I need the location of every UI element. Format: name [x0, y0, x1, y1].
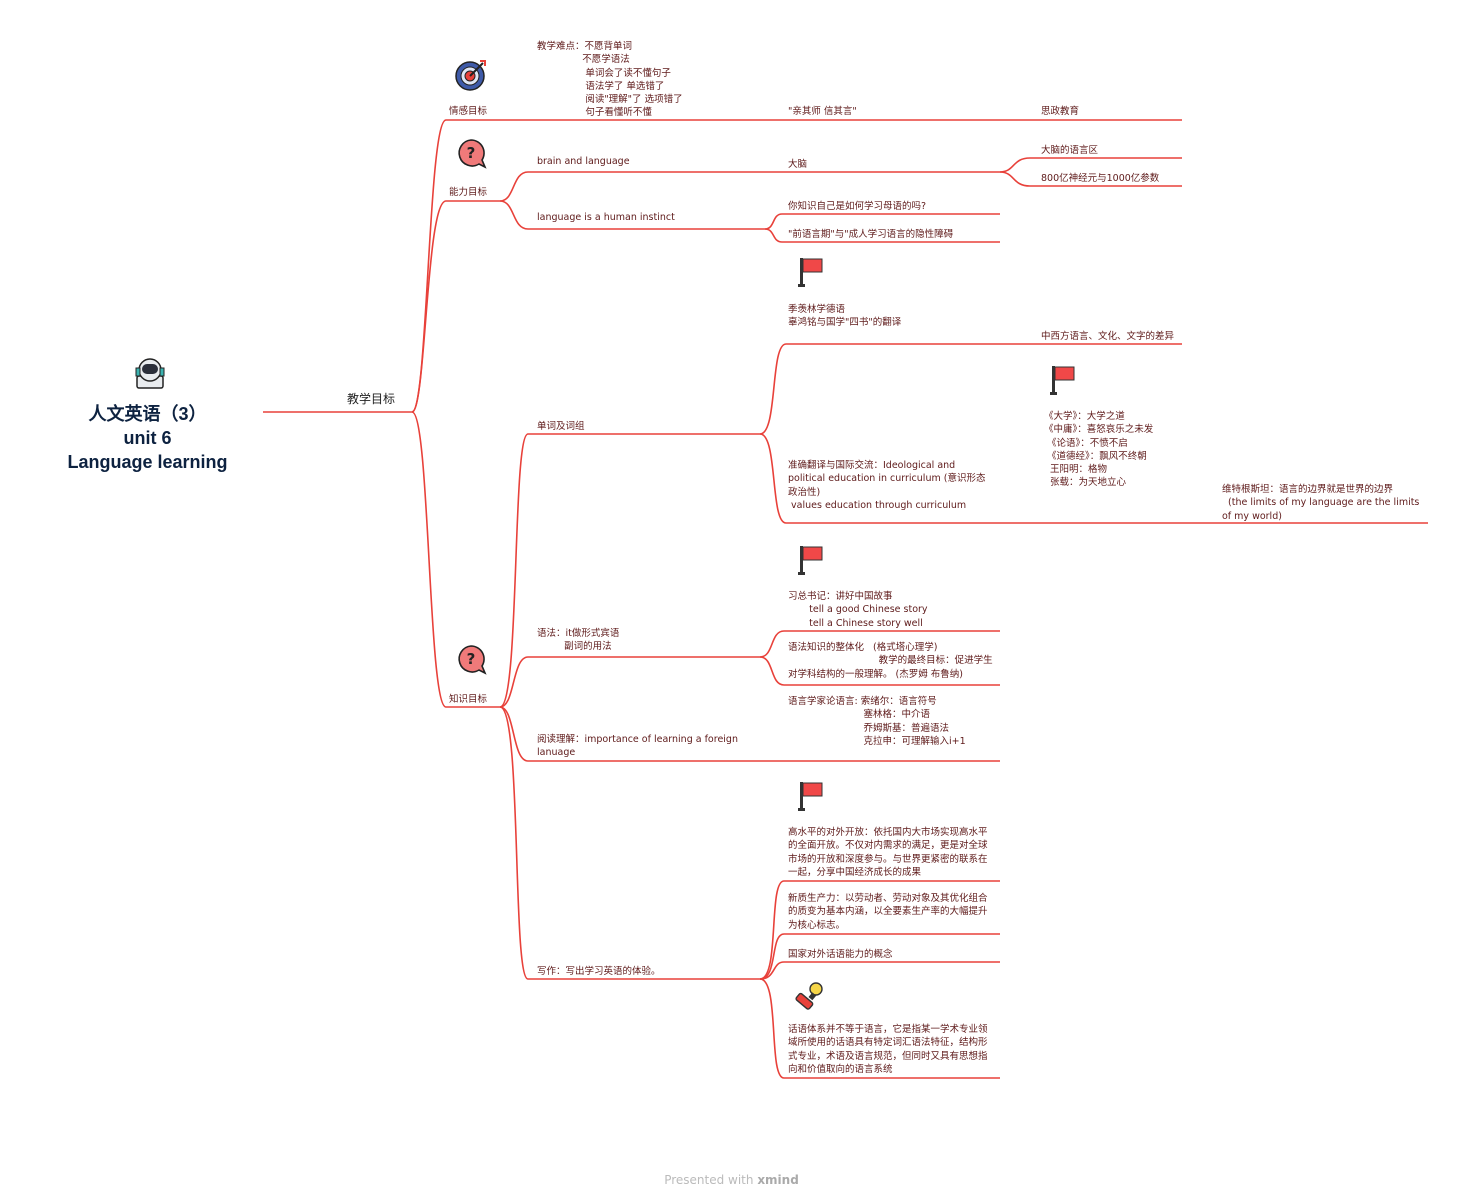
- svg-text:?: ?: [467, 144, 476, 162]
- chinese-story-node[interactable]: 习总书记：讲好中国故事 tell a good Chinese story te…: [788, 591, 928, 629]
- discourse-power-node[interactable]: 国家对外话语能力的概念: [788, 949, 893, 960]
- brain-and-language-node[interactable]: brain and language: [537, 156, 630, 167]
- flag-icon: [798, 546, 823, 575]
- flag-icon: [798, 258, 823, 287]
- brain-node[interactable]: 大脑: [788, 159, 808, 170]
- wittgenstein-node[interactable]: 维特根斯坦：语言的边界就是世界的边界 (the limits of my lan…: [1222, 484, 1420, 522]
- target-icon: [455, 60, 486, 91]
- question-bubble-icon: ?: [458, 645, 487, 675]
- teaching-difficulty-node[interactable]: 教学难点：不愿背单词 不愿学语法 单词会了读不懂句子 语法学了 单选错了 阅读"…: [537, 41, 683, 119]
- grammar-node[interactable]: 语法：it做形式宾语 副词的用法: [537, 628, 620, 653]
- classics-node[interactable]: 《大学》：大学之道 《中庸》：喜怒哀乐之未发 《论语》：不愤不启 《道德经》：飘…: [1044, 411, 1154, 489]
- question-bubble-icon: ?: [458, 139, 487, 169]
- footer-prefix: Presented with: [664, 1173, 754, 1187]
- root-unit: unit 6: [123, 428, 172, 448]
- astronaut-icon: [135, 358, 165, 389]
- pre-linguistic-node[interactable]: "前语言期"与"成人学习语言的隐性障碍: [788, 229, 954, 240]
- flag-icon: [1050, 366, 1075, 395]
- instinct-node[interactable]: language is a human instinct: [537, 212, 675, 223]
- ability-goal-label[interactable]: 能力目标: [449, 187, 488, 198]
- mother-tongue-question-node[interactable]: 你知识自己是如何学习母语的吗?: [788, 201, 927, 212]
- root-subtitle: Language learning: [67, 452, 228, 472]
- flag-icon: [798, 782, 823, 811]
- translation-node[interactable]: 准确翻译与国际交流：Ideological and political educ…: [788, 460, 986, 511]
- productivity-node[interactable]: 新质生产力：以劳动者、劳动对象及其优化组合 的质变为基本内涵，以全要素生产率的大…: [788, 893, 988, 931]
- reading-node[interactable]: 阅读理解：importance of learning a foreign la…: [537, 734, 738, 759]
- root-topic[interactable]: 人文英语（3） unit 6 Language learning: [30, 402, 265, 474]
- discourse-system-node[interactable]: 话语体系并不等于语言，它是指某一学术专业领 域所使用的话语具有特定词汇语法特征，…: [788, 1024, 988, 1075]
- ideology-node[interactable]: 思政教育: [1041, 106, 1080, 117]
- motto-node[interactable]: "亲其师 信其言": [788, 106, 857, 117]
- brain-area-node[interactable]: 大脑的语言区: [1041, 145, 1099, 156]
- east-west-differences-node[interactable]: 中西方语言、文化、文字的差异: [1041, 331, 1175, 342]
- translators-node[interactable]: 季羡林学德语 辜鸿铭与国学"四书"的翻译: [788, 304, 902, 329]
- neurons-node[interactable]: 800亿神经元与1000亿参数: [1041, 173, 1160, 184]
- root-title: 人文英语（3）: [88, 404, 207, 424]
- writing-node[interactable]: 写作：写出学习英语的体验。: [537, 966, 661, 977]
- vocabulary-node[interactable]: 单词及词组: [537, 421, 585, 432]
- linguists-node[interactable]: 语言学家论语言: 索绪尔：语言符号 塞林格：中介语 乔姆斯基：普遍语法 克拉申：…: [788, 696, 966, 747]
- knowledge-goal-label[interactable]: 知识目标: [449, 694, 488, 705]
- xmind-brand: xmind: [757, 1173, 799, 1187]
- stamp-icon: [795, 982, 823, 1010]
- main-topic-teaching-goals[interactable]: 教学目标: [347, 392, 396, 406]
- opening-up-node[interactable]: 高水平的对外开放：依托国内大市场实现高水平 的全面开放。不仅对内需求的满足，更是…: [788, 827, 988, 878]
- emotion-goal-label[interactable]: 情感目标: [449, 106, 488, 117]
- gestalt-node[interactable]: 语法知识的整体化 (格式塔心理学) 教学的最终目标：促进学生 对学科结构的一般理…: [788, 642, 993, 680]
- footer-credit: Presented with xmind: [0, 1173, 1463, 1187]
- svg-text:?: ?: [467, 650, 476, 668]
